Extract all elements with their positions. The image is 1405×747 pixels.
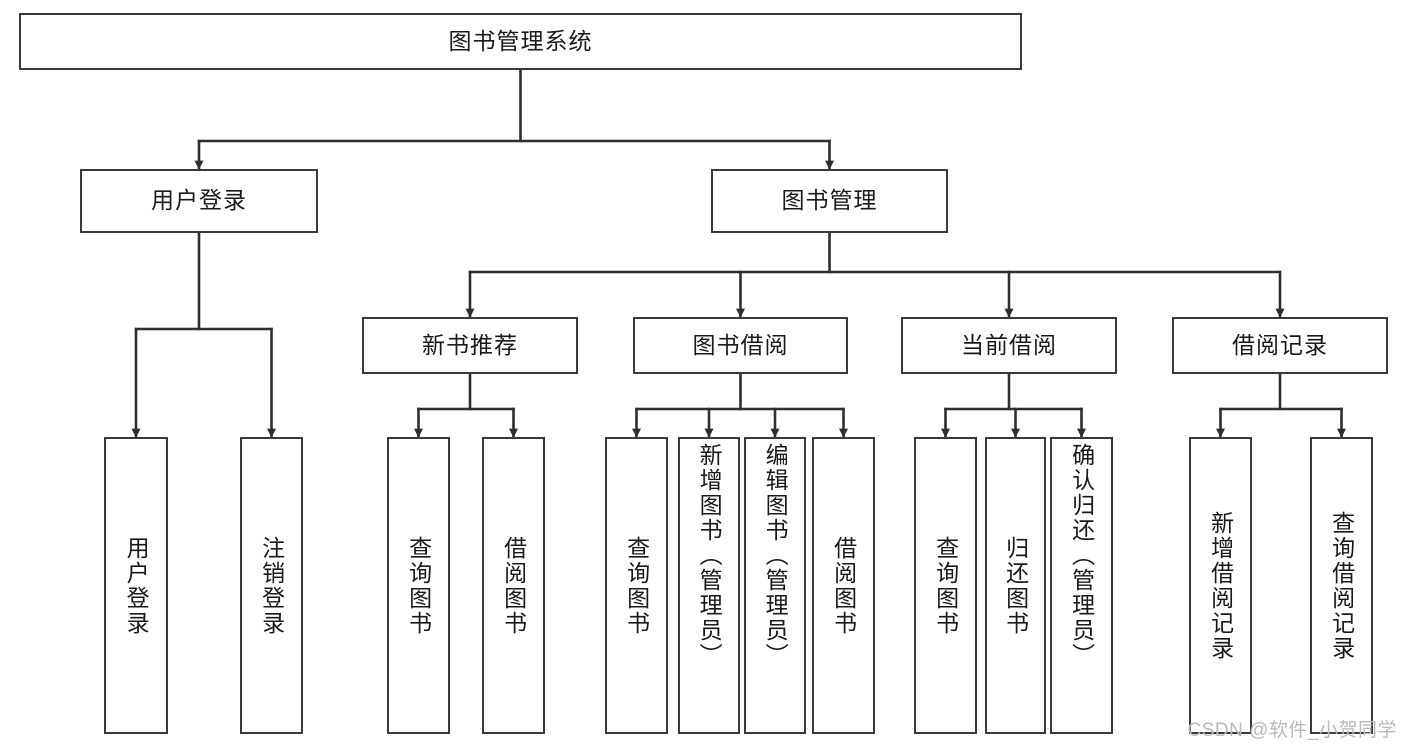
leaf-borrow-book-new-recommendation[interactable]: 借阅图书: [482, 437, 545, 734]
leaf-query-borrow-record[interactable]: 查询借阅记录: [1310, 437, 1373, 734]
leaf-add-book-admin[interactable]: 新增图书（管理员）: [678, 437, 740, 734]
node-current-borrow[interactable]: 当前借阅: [901, 317, 1117, 374]
node-label: 新增借阅记录: [1207, 510, 1234, 661]
node-label: 确认归还（管理员）: [1068, 443, 1095, 668]
leaf-edit-book-admin[interactable]: 编辑图书（管理员）: [744, 437, 806, 734]
node-book-management[interactable]: 图书管理: [711, 169, 948, 233]
node-label: 图书管理系统: [448, 27, 593, 54]
node-new-book-recommendation[interactable]: 新书推荐: [362, 317, 578, 374]
node-label: 用户登录: [123, 535, 150, 636]
node-label: 图书借阅: [692, 331, 789, 358]
leaf-logout[interactable]: 注销登录: [240, 437, 303, 734]
leaf-return-book[interactable]: 归还图书: [985, 437, 1046, 734]
leaf-query-book-new-recommendation[interactable]: 查询图书: [387, 437, 450, 734]
leaf-add-borrow-record[interactable]: 新增借阅记录: [1189, 437, 1252, 734]
node-label: 新书推荐: [422, 331, 518, 358]
node-user-login[interactable]: 用户登录: [80, 169, 318, 233]
node-label: 归还图书: [1002, 535, 1029, 636]
node-root-book-management-system[interactable]: 图书管理系统: [19, 13, 1022, 70]
leaf-user-login[interactable]: 用户登录: [104, 437, 168, 734]
node-label: 编辑图书（管理员）: [762, 443, 789, 668]
watermark-text: CSDN @软件_小贺同学: [1187, 720, 1397, 741]
node-label: 新增图书（管理员）: [696, 443, 723, 668]
leaf-query-book-borrow[interactable]: 查询图书: [605, 437, 668, 734]
leaf-confirm-return-admin[interactable]: 确认归还（管理员）: [1050, 437, 1113, 734]
node-label: 用户登录: [151, 187, 247, 214]
node-label: 图书管理: [781, 187, 878, 214]
node-label: 查询图书: [932, 535, 959, 636]
node-label: 借阅图书: [830, 535, 857, 636]
node-label: 查询图书: [405, 535, 432, 636]
node-label: 当前借阅: [961, 331, 1057, 358]
node-borrow-record[interactable]: 借阅记录: [1172, 317, 1388, 374]
leaf-query-book-current-borrow[interactable]: 查询图书: [914, 437, 977, 734]
node-label: 注销登录: [258, 535, 285, 636]
connector-lines: [131, 68, 1346, 438]
node-label: 查询借阅记录: [1328, 510, 1355, 661]
node-label: 借阅记录: [1232, 331, 1328, 358]
node-label: 借阅图书: [500, 535, 527, 636]
node-label: 查询图书: [623, 535, 650, 636]
node-book-borrow[interactable]: 图书借阅: [633, 317, 848, 374]
leaf-borrow-book[interactable]: 借阅图书: [812, 437, 875, 734]
